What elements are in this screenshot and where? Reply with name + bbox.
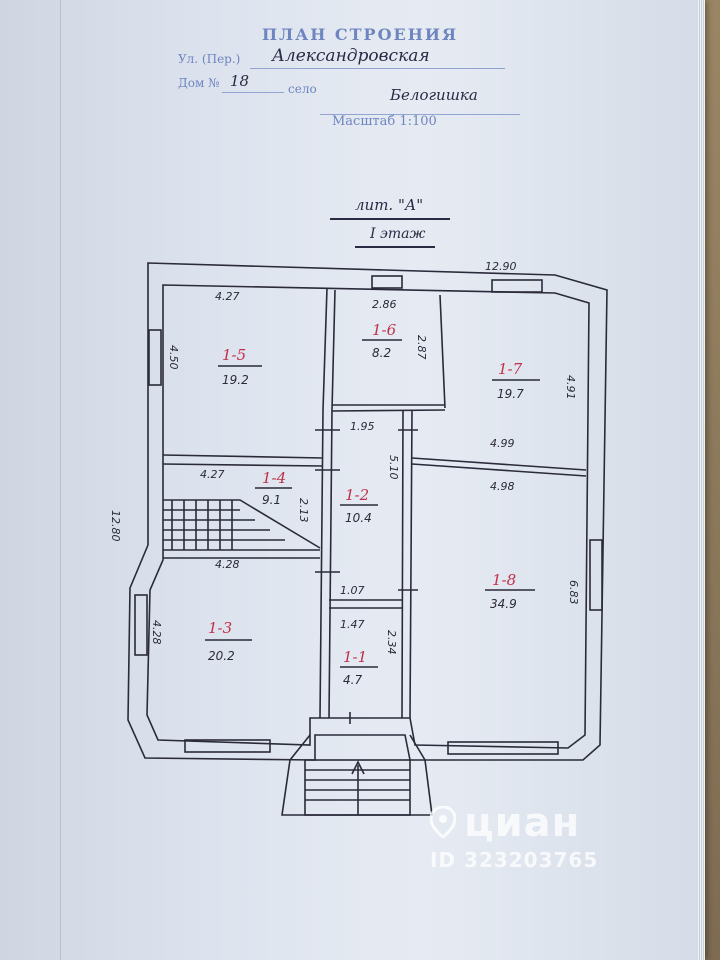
overall-width-label: 12.90	[485, 260, 517, 273]
room-1-8-area: 34.9	[490, 597, 517, 611]
street-value: Александровская	[272, 46, 430, 66]
room-1-6-area: 8.2	[372, 346, 391, 360]
partition-13	[409, 409, 413, 719]
room-1-8-dim-b: 6.83	[567, 580, 580, 605]
partition-5	[331, 409, 446, 412]
room-1-3-dim-a: 4.28	[215, 558, 240, 571]
village-label: село	[288, 82, 317, 96]
room-1-3-id: 1-3	[208, 619, 232, 637]
partition-1	[322, 287, 328, 411]
inner-wall-outline	[146, 284, 590, 749]
window-top-1	[371, 275, 403, 289]
floor-underline	[355, 246, 435, 248]
room-1-8-dim-a: 4.98	[490, 480, 515, 493]
partition-12	[401, 409, 404, 719]
stair-outline	[163, 499, 321, 549]
cian-watermark: циан ID 323203765	[429, 800, 599, 872]
partition-3	[439, 294, 446, 409]
window-left-2	[134, 594, 148, 656]
document-title: ПЛАН СТРОЕНИЯ	[261, 25, 459, 44]
partition-11	[328, 409, 333, 719]
room-1-5-dim-b: 4.50	[167, 345, 180, 370]
room-1-3-area: 20.2	[208, 649, 235, 663]
room-1-7-dim-b: 4.99	[490, 437, 515, 450]
overall-height-label: 12.80	[109, 510, 122, 542]
street-rule	[250, 68, 505, 69]
window-bottom-2	[447, 741, 559, 755]
entry-arrow-head	[351, 760, 365, 775]
partition-10	[319, 409, 324, 719]
room-1-2-id: 1-2	[345, 486, 369, 504]
village-value: Белогишка	[390, 86, 478, 104]
partition-9	[411, 463, 587, 477]
room-1-1-dim-b: 1.47	[340, 618, 365, 631]
room-1-2-dim-b: 5.10	[387, 455, 400, 480]
room-1-1-dim-c: 2.34	[385, 630, 398, 655]
partition-7	[162, 463, 324, 467]
window-right	[589, 539, 603, 611]
street-label: Ул. (Пер.)	[178, 52, 241, 66]
room-1-5-area: 19.2	[222, 373, 249, 387]
location-pin-icon	[429, 802, 457, 839]
floor-label: I этаж	[370, 226, 426, 242]
room-1-3-dim-b: 4.28	[150, 620, 163, 645]
room-1-4-id: 1-4	[262, 469, 286, 487]
room-1-6-dim-b: 2.87	[415, 335, 428, 360]
room-1-6-id: 1-6	[372, 321, 397, 339]
room-1-8-id: 1-8	[492, 571, 516, 589]
room-1-7-id: 1-7	[498, 360, 523, 378]
room-1-4-dim-b: 2.13	[297, 498, 310, 523]
liter-underline	[330, 218, 450, 220]
house-rule	[222, 92, 284, 93]
paper-sheet: ПЛАН СТРОЕНИЯ Ул. (Пер.) Александровская…	[0, 0, 705, 960]
floor-plan: 12.90 12.80 4.27 4.50 1-5 19.2 2.86 2.87…	[109, 260, 608, 816]
room-1-5-id: 1-5	[222, 346, 246, 364]
room-1-4-dim-a: 4.27	[200, 468, 225, 481]
room-1-2-area: 10.4	[345, 511, 372, 525]
room-1-4-area: 9.1	[262, 493, 281, 507]
partition-8	[411, 457, 587, 471]
village-rule	[320, 114, 520, 115]
room-1-1-area: 4.7	[343, 673, 362, 687]
room-1-6-dim-a: 2.86	[372, 298, 397, 311]
outer-wall-outline	[127, 262, 608, 761]
watermark-brand: циан	[464, 800, 581, 846]
plan-walls	[127, 262, 608, 816]
room-1-7-area: 19.7	[497, 387, 524, 401]
room-1-7-dim-a: 4.91	[564, 375, 577, 400]
room-1-5-dim-a: 4.27	[215, 290, 240, 303]
partition-6	[162, 454, 324, 459]
window-top-2	[491, 279, 543, 293]
window-bottom-1	[184, 739, 271, 753]
watermark-id: ID 323203765	[430, 848, 599, 872]
window-left-1	[148, 329, 162, 386]
liter-label: лит. "А"	[355, 196, 424, 214]
partition-2	[331, 289, 336, 411]
room-1-1-id: 1-1	[343, 648, 367, 666]
scale-label: Масштаб 1:100	[332, 114, 437, 129]
room-1-1-dim-a: 1.07	[340, 584, 365, 597]
house-value: 18	[230, 72, 250, 90]
house-label: Дом №	[178, 76, 220, 90]
room-1-2-dim-a: 1.95	[350, 420, 375, 433]
